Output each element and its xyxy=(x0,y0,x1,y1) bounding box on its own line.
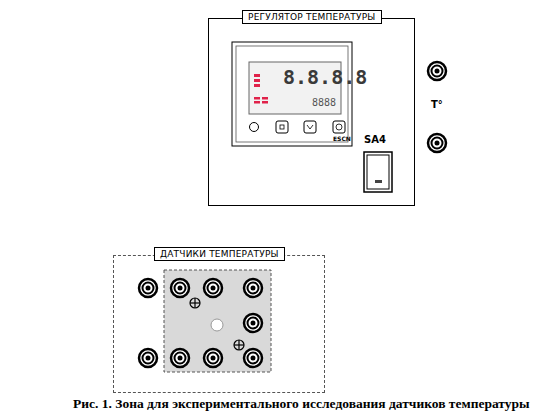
terminal-label: T° xyxy=(431,99,443,110)
controller-panel xyxy=(232,42,352,146)
switch-symbol xyxy=(364,152,392,192)
panel-box xyxy=(208,18,415,206)
sensor-hole xyxy=(211,319,223,331)
panel-heading: ДАТЧИКИ ТЕМПЕРАТУРЫ xyxy=(154,247,285,261)
sensor-jacks xyxy=(139,279,262,367)
jack-terminal xyxy=(428,134,446,152)
figure-caption: Рис. 1. Зона для экспериментального иссл… xyxy=(73,396,530,412)
polarity-symbol xyxy=(190,298,200,308)
switch-label: SA4 xyxy=(364,134,386,145)
display-digits: 8.8.8.8 xyxy=(283,66,367,88)
sensor-plate xyxy=(164,270,271,372)
display-digits: 8888 xyxy=(312,97,336,108)
polarity-symbol xyxy=(234,340,244,350)
panel-box xyxy=(113,255,325,393)
jack-terminal xyxy=(428,62,446,80)
button-label: ESCN xyxy=(333,136,351,143)
panel-heading: РЕГУЛЯТОР ТЕМПЕРАТУРЫ xyxy=(242,10,382,24)
